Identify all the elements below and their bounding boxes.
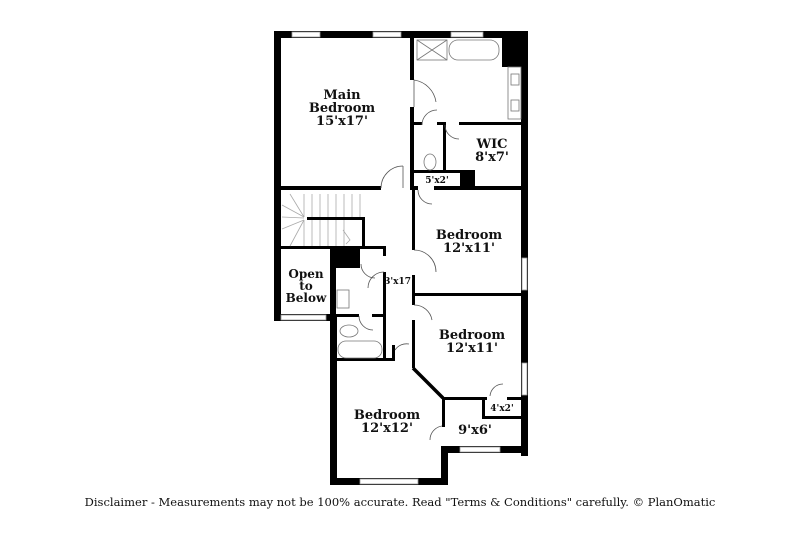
room-label-open-to-below: Below (286, 291, 327, 305)
room-label-main-bedroom: Main (323, 88, 361, 103)
diagonal-wall (411, 366, 445, 400)
room-label-main-bedroom: Bedroom (309, 101, 376, 116)
room-size-main-bedroom: 15'x17' (316, 114, 368, 129)
bathtub-icon (337, 340, 383, 359)
room-label-open-to-below: to (299, 279, 313, 293)
room-label-bedroom-4: Bedroom (354, 408, 421, 423)
room-label-bedroom-3: Bedroom (439, 328, 506, 343)
room-size-9x6: 9'x6' (458, 423, 492, 438)
room-labels: Main Bedroom 15'x17' WIC 8'x7' 5'x2' Bed… (286, 88, 514, 438)
toilet-icon (423, 153, 437, 171)
room-size-closet-4x2: 4'x2' (490, 404, 513, 414)
room-label-open-to-below: Open (288, 267, 323, 281)
interior-walls (281, 38, 528, 427)
room-label-bedroom-2: Bedroom (436, 228, 503, 243)
doors (358, 79, 504, 441)
room-size-closet-5x2: 5'x2' (425, 176, 448, 186)
staircase (281, 193, 361, 247)
fixtures (336, 39, 522, 359)
windows (280, 31, 528, 485)
sink-icon (336, 289, 350, 309)
room-label-wic: WIC (475, 137, 507, 152)
room-size-hallway: 3'x17' (384, 277, 414, 287)
bathtub-icon (448, 39, 500, 61)
room-size-bedroom-2: 12'x11' (443, 241, 495, 256)
toilet-icon (339, 324, 359, 338)
room-size-bedroom-3: 12'x11' (446, 341, 498, 356)
room-size-wic: 8'x7' (475, 150, 509, 165)
disclaimer-text: Disclaimer - Measurements may not be 100… (84, 495, 716, 509)
room-size-bedroom-4: 12'x12' (361, 421, 413, 436)
